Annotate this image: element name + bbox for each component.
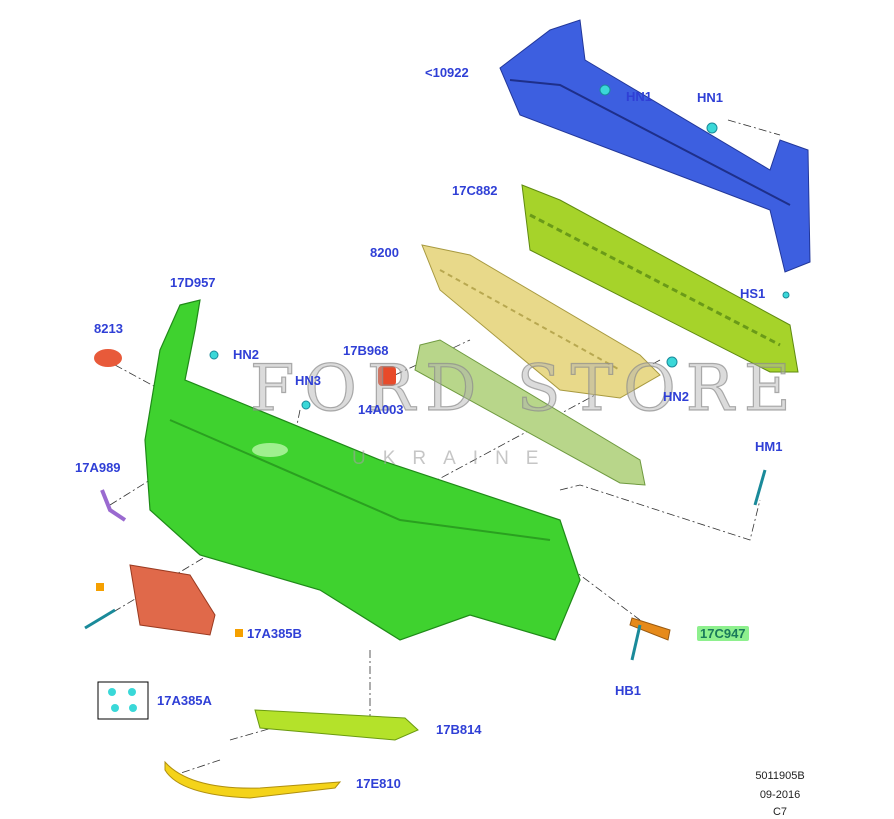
bumper-cover [144,299,581,641]
note-marker [235,629,243,637]
label-8200[interactable]: 8200 [370,245,399,260]
diagram-model: C7 [772,806,788,818]
label-17a385b[interactable]: 17A385B [247,626,302,641]
license-plate-bracket [129,564,216,636]
label-8213[interactable]: 8213 [94,321,123,336]
label-hn1[interactable]: HN1 [697,90,724,105]
watermark-subtitle: UKRAINE [352,448,556,469]
air-deflector [629,617,671,641]
label-10922[interactable]: <10922 [425,65,469,80]
label-hn2[interactable]: HN2 [663,389,690,404]
label-17d957[interactable]: 17D957 [170,275,216,290]
spoiler [164,760,342,799]
label-17e810[interactable]: 17E810 [356,776,401,791]
label-17b814[interactable]: 17B814 [436,722,482,737]
energy-absorber [521,184,799,373]
fog-lamp-bezel [254,709,419,741]
diagram-date: 09-2016 [759,789,801,801]
label-14a003[interactable]: 14A003 [358,402,404,417]
label-17a385a[interactable]: 17A385A [157,693,212,708]
label-hn1[interactable]: HN1 [626,89,653,104]
label-17b968[interactable]: 17B968 [343,343,389,358]
radiator-grille [421,244,661,399]
label-hs1[interactable]: HS1 [740,286,766,301]
watermark-title: FORD STORE [249,351,801,426]
diagram-code: 5011905B [755,770,805,782]
fasteners [84,84,790,661]
label-hn3[interactable]: HN3 [295,373,322,388]
label-17c882[interactable]: 17C882 [452,183,498,198]
side-bracket [100,489,127,522]
label-17c947[interactable]: 17C947 [697,626,749,641]
kit-box [97,681,149,720]
lower-grille [414,339,646,486]
label-hb1[interactable]: HB1 [615,683,642,698]
label-17a989[interactable]: 17A989 [75,460,121,475]
reflector [94,349,122,367]
note-marker [96,583,104,591]
connector [378,366,396,386]
kit-fasteners [108,688,137,712]
label-hm1[interactable]: HM1 [755,439,783,454]
label-hn2[interactable]: HN2 [233,347,260,362]
bumper-reinforcement [499,19,811,273]
